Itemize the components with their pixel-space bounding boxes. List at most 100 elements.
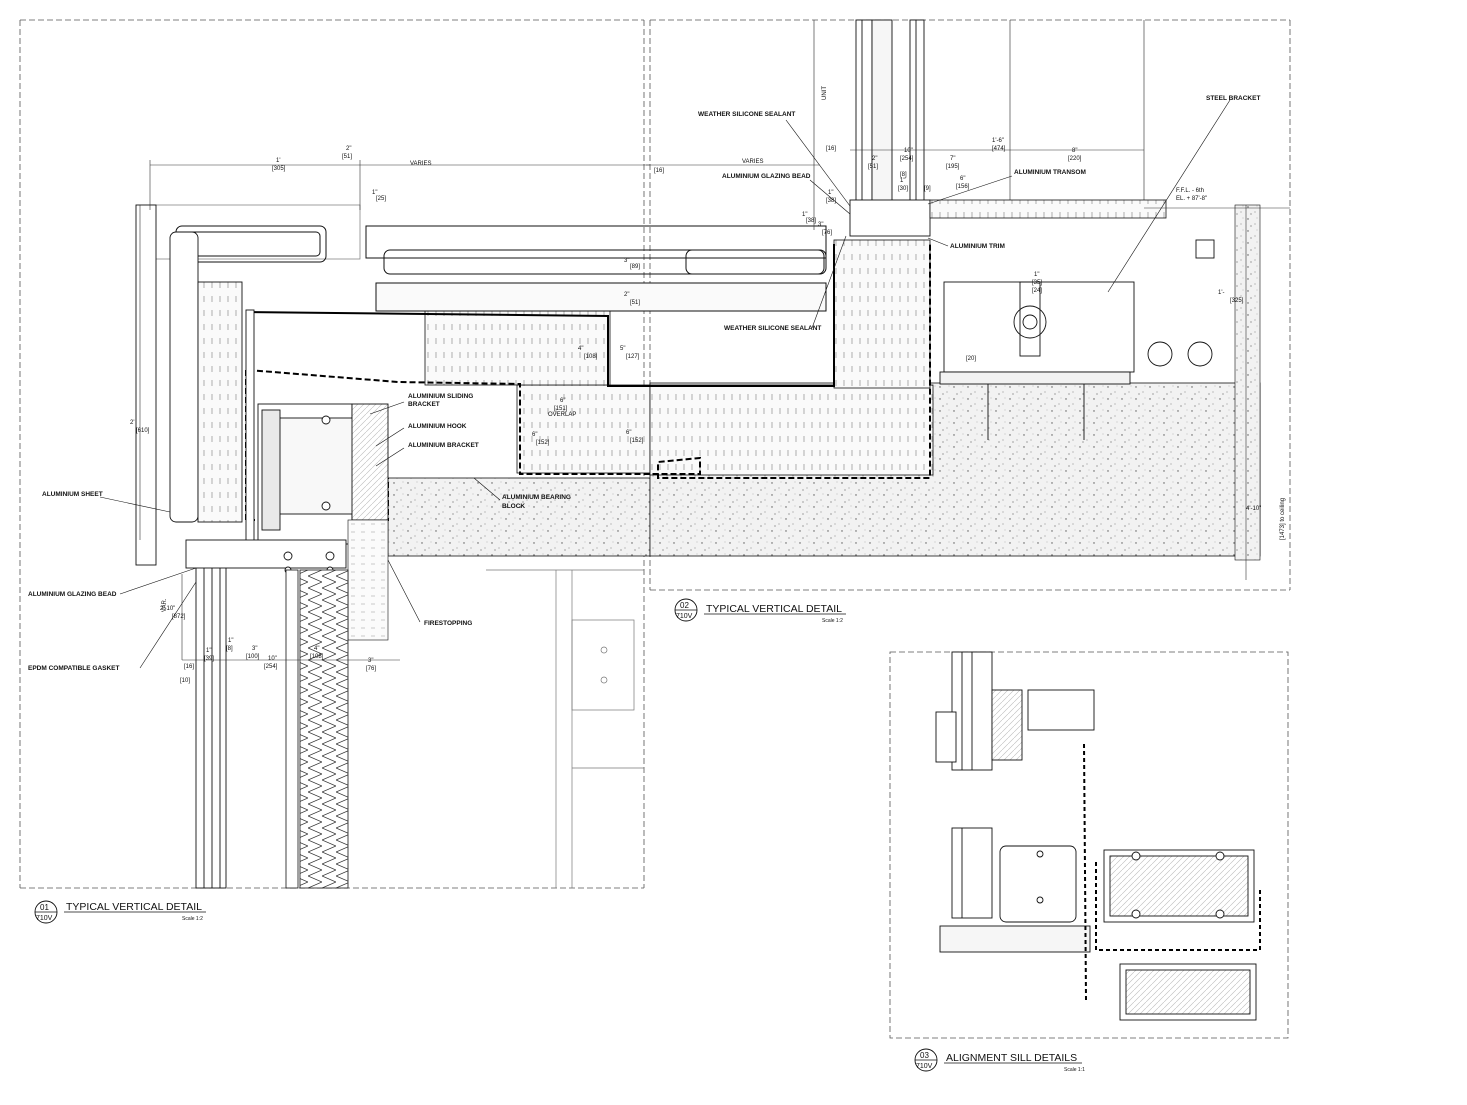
- dim-e15: 1": [1034, 272, 1039, 278]
- dim-17-metric: [254]: [264, 664, 278, 670]
- membrane-line: [245, 244, 835, 387]
- dimension-lines: [139, 149, 1290, 661]
- label-weather-sealant-2: WEATHER SILICONE SEALANT: [724, 325, 821, 332]
- detail-03-scale: Scale 1:1: [1064, 1067, 1085, 1073]
- label-sliding-bracket-1: ALUMINIUM SLIDING: [408, 393, 473, 400]
- dim-15: 1": [228, 638, 233, 644]
- dim-13-metric: [872]: [172, 614, 186, 620]
- detail-01-sheet: 710V: [36, 915, 53, 922]
- insulation-panels: [424, 239, 934, 476]
- dim-e2-metric: [16]: [826, 146, 836, 152]
- dim-varies-2: VARIES: [742, 159, 764, 165]
- dim-e12: 1": [828, 190, 833, 196]
- floor-deck: [929, 199, 1167, 219]
- dimension-text: 1' [305] 2" [51] VARIES 1" [25] 3" [89] …: [130, 138, 1261, 684]
- dim-10: 6": [532, 432, 537, 438]
- dim-e7-metric: [51]: [868, 164, 878, 170]
- dim-e13-metric: [38]: [806, 218, 816, 224]
- detail-02-scale: Scale 1:2: [822, 618, 843, 624]
- dim-e6-metric: [220]: [1068, 156, 1082, 162]
- dim-9: 6": [560, 398, 565, 404]
- dim-18: 4": [314, 646, 319, 652]
- dim-e14-metric: [76]: [822, 230, 832, 236]
- dim-e13: 1": [802, 212, 807, 218]
- dim-19: 3": [368, 658, 373, 664]
- dim-e14: 3": [818, 222, 823, 228]
- dim-3: 1": [372, 190, 377, 196]
- dim-7: 4": [578, 346, 583, 352]
- dim-6: 2": [624, 292, 629, 298]
- leader-lines: [99, 99, 1231, 669]
- dim-14: 1": [206, 648, 211, 654]
- aluminium-sheet-panel: [135, 204, 255, 566]
- dim-12-metric: [610]: [136, 428, 150, 434]
- dim-varies-1: VARIES: [410, 161, 432, 167]
- label-aluminium-glazing-bead-2: ALUMINIUM GLAZING BEAD: [722, 173, 811, 180]
- dim-12: 2': [130, 420, 134, 426]
- dim-15-metric: [8]: [226, 646, 233, 652]
- steel-bracket: [939, 239, 1215, 440]
- dim-e8-metric: [8]: [900, 172, 907, 178]
- label-epdm-gasket: EPDM COMPATIBLE GASKET: [28, 665, 120, 672]
- dim-2-metric: [51]: [342, 154, 352, 160]
- annotation-labels: ALUMINIUM SHEET ALUMINIUM GLAZING BEAD E…: [28, 86, 1286, 672]
- label-var: VAR.: [162, 598, 168, 612]
- column-lines: [813, 20, 1145, 230]
- label-to-ceiling: [1473] to ceiling: [1280, 498, 1286, 540]
- dim-e17: 1'-: [1218, 290, 1224, 296]
- sill-detail: [935, 651, 1257, 1021]
- dim-e4: 7": [950, 156, 955, 162]
- dim-14-metric: [39]: [204, 656, 214, 662]
- structure-below: [486, 569, 644, 888]
- dim-20-metric: [16]: [184, 664, 194, 670]
- dim-11: 6": [626, 430, 631, 436]
- dim-18-metric: [108]: [310, 654, 324, 660]
- dim-11-metric: [152]: [630, 438, 644, 444]
- dim-16: 3": [252, 646, 257, 652]
- detail-01-title: TYPICAL VERTICAL DETAIL: [66, 901, 202, 913]
- dim-e7: 2": [872, 156, 877, 162]
- dim-19-metric: [76]: [366, 666, 376, 672]
- dim-8-metric: [127]: [626, 354, 640, 360]
- dim-16-metric: [100]: [246, 654, 260, 660]
- label-aluminium-hook: ALUMINIUM HOOK: [408, 423, 467, 430]
- dim-e9: 1": [900, 178, 905, 184]
- label-steel-bracket: STEEL BRACKET: [1206, 95, 1260, 102]
- dim-e3: 10": [904, 148, 913, 154]
- label-bearing-block-2: BLOCK: [502, 503, 525, 510]
- dim-2: 2": [346, 146, 351, 152]
- label-aluminium-sheet: ALUMINIUM SHEET: [42, 491, 103, 498]
- bracket-assembly: [257, 403, 389, 545]
- dim-e3-metric: [254]: [900, 156, 914, 162]
- dim-e18: [20]: [966, 356, 976, 362]
- detail-03-title: ALIGNMENT SILL DETAILS: [946, 1052, 1077, 1064]
- dim-e17-metric: [325]: [1230, 298, 1244, 304]
- dim-e9-metric: [30]: [898, 186, 908, 192]
- sill-membrane: [1083, 743, 1261, 1001]
- detail-02-number: 02: [680, 601, 689, 610]
- dim-3-metric: [25]: [376, 196, 386, 202]
- label-aluminium-glazing-bead: ALUMINIUM GLAZING BEAD: [28, 591, 117, 598]
- dim-5: 3": [624, 258, 629, 264]
- detail-03-frame: [889, 651, 1289, 1039]
- dim-e5: 1'-6": [992, 138, 1004, 144]
- head-brackets: [149, 204, 827, 312]
- dim-e10-metric: [9]: [924, 186, 931, 192]
- dim-e16: [24]: [1032, 288, 1042, 294]
- dim-21-metric: [10]: [180, 678, 190, 684]
- dim-13: 2'-10": [160, 606, 175, 612]
- dim-1: 1': [276, 158, 280, 164]
- label-ffl: F.F.L. - 6th: [1176, 188, 1204, 194]
- detail-01-number: 01: [40, 903, 49, 912]
- wall-insulation: [285, 569, 349, 889]
- label-unit: UNIT: [822, 86, 828, 100]
- detail-02-title: TYPICAL VERTICAL DETAIL: [706, 603, 842, 615]
- dim-10-metric: [152]: [536, 440, 550, 446]
- glazing-unit-02: [849, 19, 931, 237]
- dim-5-metric: [89]: [630, 264, 640, 270]
- label-firestopping: FIRESTOPPING: [424, 620, 472, 627]
- dim-e12-metric: [38]: [826, 198, 836, 204]
- dim-e19: 4'-10": [1246, 506, 1261, 512]
- detail-02-sheet: 710V: [676, 613, 693, 620]
